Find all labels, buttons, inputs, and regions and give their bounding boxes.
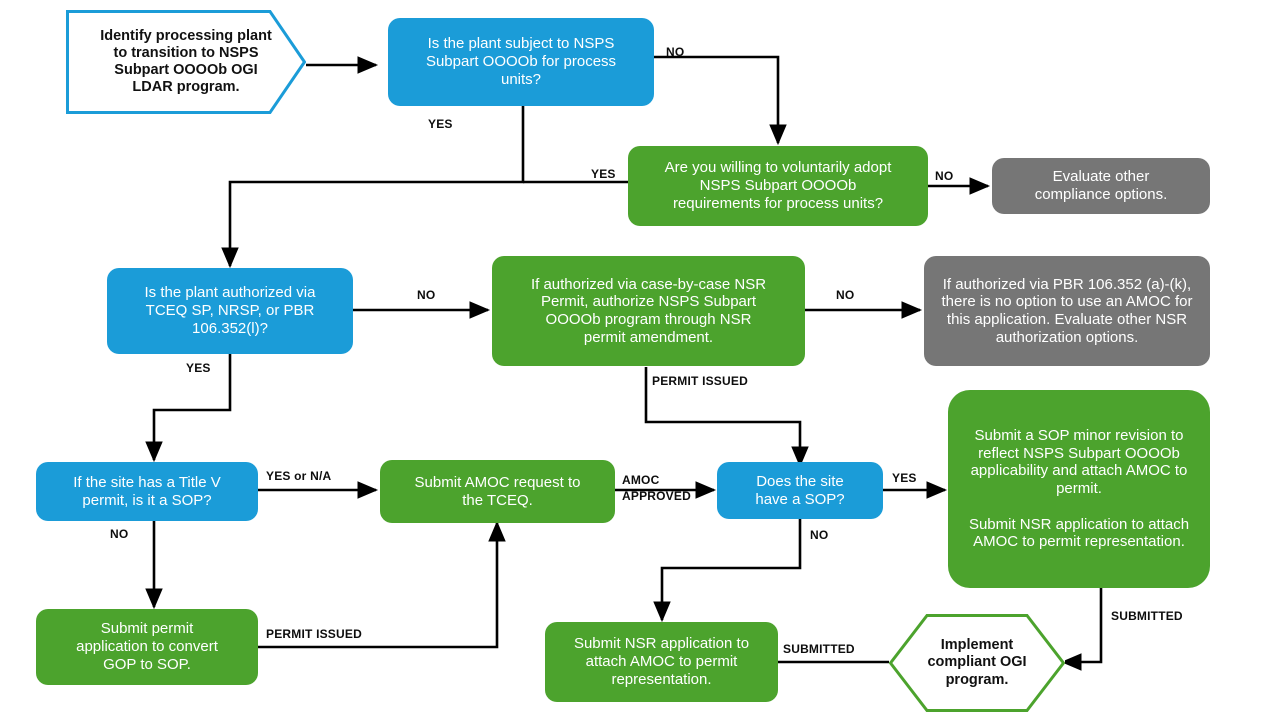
process-submit-amoc-request[interactable]: Submit AMOC request to the TCEQ. <box>380 460 615 523</box>
process-case-by-case-nsr-amendment[interactable]: If authorized via case-by-case NSR Permi… <box>492 256 805 366</box>
decision-plant-authorized-via-label: Is the plant authorized via TCEQ SP, NRS… <box>144 284 316 337</box>
pentagon-shape <box>66 10 306 114</box>
edge-label-yes-or-na: YES or N/A <box>266 469 332 483</box>
hexagon-shape <box>889 614 1065 712</box>
edge-label-permit-issued-lower: PERMIT ISSUED <box>266 627 362 641</box>
process-submit-nsr-attach-amoc-label: Submit NSR application to attach AMOC to… <box>573 635 750 688</box>
start-label: Identify processing plant to transition … <box>100 27 272 96</box>
decision-title-v-permit-sop[interactable]: If the site has a Title V permit, is it … <box>36 462 258 521</box>
process-voluntary-adopt-label: Are you willing to voluntarily adopt NSP… <box>664 159 892 212</box>
edge-label-no-to-pbr-terminal: NO <box>836 288 855 302</box>
edge-label-submitted-to-end: SUBMITTED <box>783 642 855 656</box>
edge-label-yes-from-voluntary: YES <box>591 167 616 181</box>
connector-paths <box>145 55 1103 671</box>
edge-label-no-to-case-by-case: NO <box>417 288 436 302</box>
edge-label-no-from-title-v: NO <box>110 527 129 541</box>
process-convert-gop-to-sop-label: Submit permit application to convert GOP… <box>76 620 218 673</box>
edge-label-permit-issued-upper: PERMIT ISSUED <box>652 374 748 388</box>
end-label: Implement compliant OGI program. <box>927 637 1027 688</box>
process-submit-nsr-attach-amoc[interactable]: Submit NSR application to attach AMOC to… <box>545 622 778 702</box>
decision-site-has-sop-label: Does the site have a SOP? <box>755 472 845 508</box>
process-sop-minor-revision[interactable]: Submit a SOP minor revision to reflect N… <box>948 390 1210 588</box>
terminal-evaluate-other-compliance[interactable]: Evaluate other compliance options. <box>992 158 1210 214</box>
edge-label-no-to-evaluate-other: NO <box>935 169 954 183</box>
decision-plant-subject-to-nsps[interactable]: Is the plant subject to NSPS Subpart OOO… <box>388 18 654 106</box>
edge-label-submitted-right: SUBMITTED <box>1111 609 1183 623</box>
edge-label-yes-to-title-v: YES <box>186 361 211 375</box>
decision-site-has-sop[interactable]: Does the site have a SOP? <box>717 462 883 519</box>
decision-plant-authorized-via[interactable]: Is the plant authorized via TCEQ SP, NRS… <box>107 268 353 354</box>
terminal-evaluate-other-compliance-label: Evaluate other compliance options. <box>1034 168 1168 203</box>
decision-title-v-permit-sop-label: If the site has a Title V permit, is it … <box>73 473 221 509</box>
terminal-pbr-no-amoc-option[interactable]: If authorized via PBR 106.352 (a)-(k), t… <box>924 256 1210 366</box>
process-convert-gop-to-sop[interactable]: Submit permit application to convert GOP… <box>36 609 258 685</box>
edge-label-yes-to-sop-revision: YES <box>892 471 917 485</box>
process-voluntary-adopt[interactable]: Are you willing to voluntarily adopt NSP… <box>628 146 928 226</box>
terminal-pbr-no-amoc-option-label: If authorized via PBR 106.352 (a)-(k), t… <box>941 275 1193 346</box>
decision-plant-subject-to-nsps-label: Is the plant subject to NSPS Subpart OOO… <box>425 35 617 88</box>
edge-label-amoc-approved: AMOC APPROVED <box>622 473 691 504</box>
edge-label-no-from-site-sop: NO <box>810 528 829 542</box>
process-submit-amoc-request-label: Submit AMOC request to the TCEQ. <box>414 473 581 509</box>
start-identify-plant[interactable]: Identify processing plant to transition … <box>66 10 306 114</box>
edge-label-yes-from-subject: YES <box>428 117 453 131</box>
end-implement-ogi-program[interactable]: Implement compliant OGI program. <box>889 614 1065 712</box>
process-case-by-case-nsr-amendment-label: If authorized via case-by-case NSR Permi… <box>530 275 767 346</box>
edge-label-no-to-voluntary: NO <box>666 45 685 59</box>
process-sop-minor-revision-label: Submit a SOP minor revision to reflect N… <box>968 427 1190 551</box>
